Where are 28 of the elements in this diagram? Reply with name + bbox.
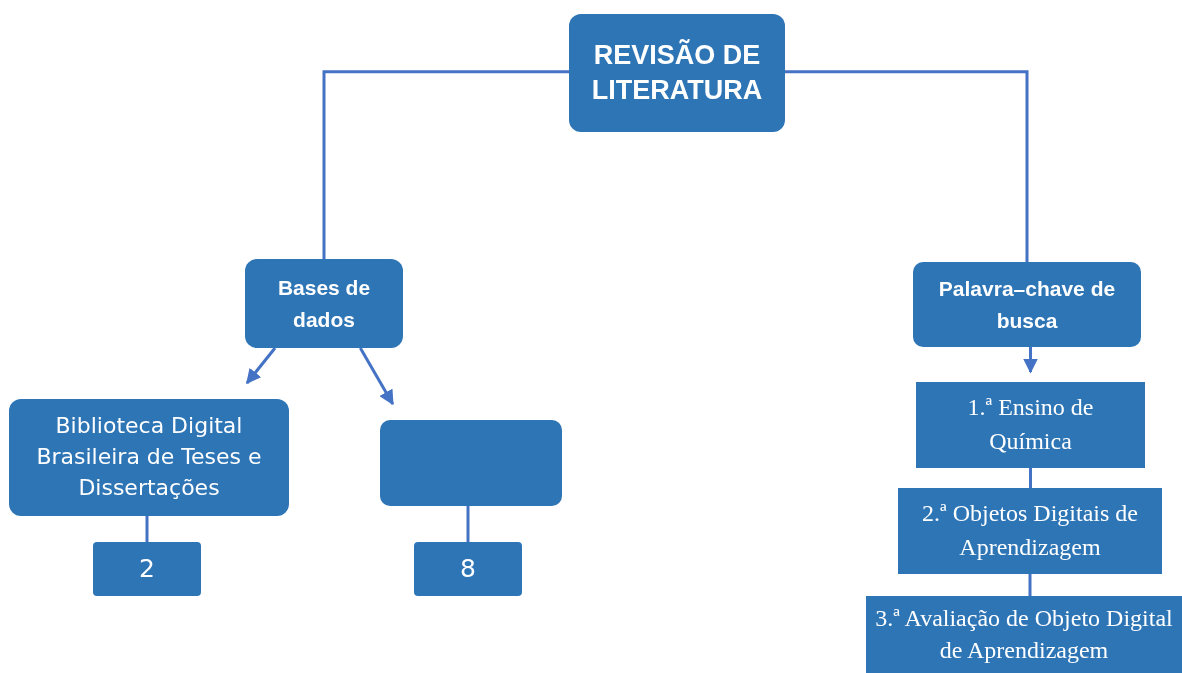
process-box — [380, 420, 562, 506]
arrow — [359, 347, 395, 406]
process-box — [569, 14, 785, 132]
process-box — [9, 399, 289, 516]
node-label: 2 — [139, 554, 155, 584]
node-label: REVISÃO DE LITERATURA — [590, 38, 764, 107]
process-box — [866, 596, 1182, 673]
process-box — [916, 382, 1145, 468]
connector-line — [1029, 468, 1032, 488]
arrow — [245, 347, 277, 385]
connector-line — [145, 516, 149, 542]
process-box — [93, 542, 201, 596]
node-label: 8 — [460, 554, 476, 584]
process-box — [414, 542, 522, 596]
node-label: Bases de dados — [276, 275, 372, 333]
node-label: Biblioteca Digital Brasileira de Teses e Dissertações — [35, 412, 263, 502]
process-box — [898, 488, 1162, 574]
node-label: 3.ª Avaliação de Objeto Digital de Aprendizagem — [874, 604, 1174, 665]
process-box — [913, 262, 1141, 347]
arrow — [1023, 347, 1038, 374]
node-label: 1.ª Ensino de Química — [966, 393, 1095, 456]
connector-line — [322, 70, 569, 259]
node-label: 2.ª Objetos Digitais de Aprendizagem — [921, 499, 1139, 562]
node-label: Palavra–chave de busca — [937, 276, 1117, 334]
process-box — [245, 259, 403, 348]
connector-line — [785, 70, 1029, 262]
connector-line — [1028, 574, 1032, 596]
connector-line — [466, 506, 470, 542]
